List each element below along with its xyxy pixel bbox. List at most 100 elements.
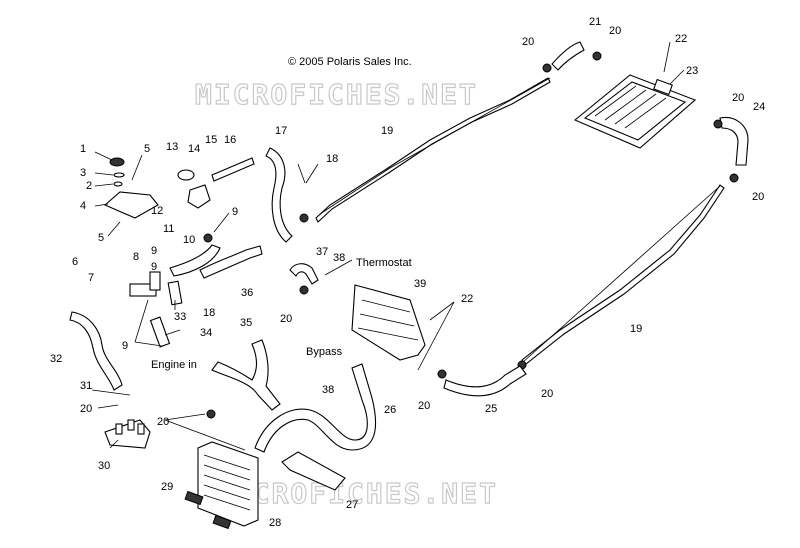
- callout-20-i: 20: [157, 416, 169, 428]
- radiator-23: [573, 74, 697, 149]
- fitting-8: [129, 271, 161, 297]
- callout-14: 14: [188, 143, 200, 155]
- callout-32: 32: [50, 353, 62, 365]
- callout-22-b: 22: [461, 293, 473, 305]
- callout-18-b: 18: [203, 307, 215, 319]
- label-engine-in: Engine in: [151, 359, 197, 371]
- callout-31: 31: [80, 380, 92, 392]
- callout-39: 39: [414, 278, 426, 290]
- callout-17: 17: [275, 125, 287, 137]
- callout-38-b: 38: [322, 384, 334, 396]
- clamp-20-i: [206, 409, 216, 419]
- pad-29-b: [212, 514, 232, 530]
- hose-21: [551, 41, 585, 71]
- callout-7: 7: [88, 272, 94, 284]
- callout-19-b: 19: [630, 323, 642, 335]
- hose-24: [719, 116, 749, 166]
- callout-4: 4: [80, 200, 86, 212]
- callout-18-a: 18: [326, 153, 338, 165]
- callout-33: 33: [174, 311, 186, 323]
- callout-30: 30: [98, 460, 110, 472]
- bracket-4: [103, 191, 159, 219]
- callout-36: 36: [241, 287, 253, 299]
- hose-32: [69, 311, 123, 391]
- callout-12: 12: [151, 205, 163, 217]
- callout-5-b: 5: [98, 232, 104, 244]
- oil-cooler-28: [197, 441, 259, 527]
- filler-neck-12: [177, 169, 211, 209]
- clamp-20-d: [729, 173, 739, 183]
- label-bypass: Bypass: [306, 346, 343, 358]
- hose-17: [265, 147, 293, 243]
- callout-28: 28: [269, 517, 281, 529]
- callout-1: 1: [80, 143, 86, 155]
- pad-29-a: [184, 490, 204, 506]
- watermark-top: MICROFICHES.NET: [195, 78, 478, 111]
- bracket-30: [104, 419, 151, 449]
- leader-lines: [91, 41, 685, 451]
- callout-26: 26: [384, 404, 396, 416]
- clamp-20-b: [592, 51, 602, 61]
- clamp-20-c: [713, 119, 723, 129]
- callout-9-b: 9: [151, 245, 157, 257]
- watermark-bottom: MICROFICHES.NET: [215, 477, 498, 510]
- hose-35: [211, 339, 281, 411]
- callout-37: 37: [316, 246, 328, 258]
- callout-23: 23: [686, 65, 698, 77]
- callout-6: 6: [72, 256, 78, 268]
- seal-3: [113, 172, 125, 178]
- callout-3: 3: [80, 167, 86, 179]
- label-thermostat: Thermostat: [356, 257, 412, 269]
- callout-19-a: 19: [381, 125, 393, 137]
- copyright-text: © 2005 Polaris Sales Inc.: [288, 56, 412, 68]
- clamp-20-h: [299, 213, 309, 223]
- clamp-20-g: [299, 285, 309, 295]
- clamp-20-a: [542, 63, 552, 73]
- callout-38-a: 38: [333, 252, 345, 264]
- callout-8: 8: [133, 251, 139, 263]
- tube-34: [149, 316, 171, 348]
- callout-10: 10: [183, 234, 195, 246]
- callout-35: 35: [240, 317, 252, 329]
- callout-20-h: 20: [80, 403, 92, 415]
- callout-9-a: 9: [232, 206, 238, 218]
- coolant-tube-19-upper: [315, 77, 551, 223]
- callout-9-c: 9: [151, 261, 157, 273]
- callout-22-a: 22: [675, 33, 687, 45]
- callout-20-c: 20: [732, 92, 744, 104]
- clamp-20-j: [203, 233, 213, 243]
- callout-15: 15: [205, 134, 217, 146]
- hose-26: [254, 363, 377, 453]
- callout-27: 27: [346, 499, 358, 511]
- cap-1: [109, 157, 125, 167]
- callout-13: 13: [166, 141, 178, 153]
- callout-9-d: 9: [122, 340, 128, 352]
- callout-11: 11: [163, 223, 174, 235]
- hose-25: [443, 365, 527, 397]
- thermostat-housing-39: [351, 284, 426, 361]
- hose-10: [169, 244, 221, 277]
- callout-numbers: 1 2 3 4 5 5 6 7 8 9 9 9 9 10 11 12 13 14…: [50, 16, 765, 529]
- callout-16: 16: [224, 134, 236, 146]
- callout-20-g: 20: [280, 313, 292, 325]
- clamp-20-e: [437, 369, 447, 379]
- callout-20-d: 20: [752, 191, 764, 203]
- callout-20-e: 20: [541, 388, 553, 400]
- callout-34: 34: [200, 327, 212, 339]
- callout-2: 2: [86, 180, 92, 192]
- callout-29: 29: [161, 481, 173, 493]
- callout-20-f: 20: [418, 400, 430, 412]
- seal-2: [113, 181, 123, 187]
- tube-33: [167, 280, 183, 306]
- tube-15-16: [211, 157, 255, 182]
- hose-37: [289, 263, 319, 285]
- coolant-tube-19-lower: [521, 184, 725, 365]
- callout-24: 24: [753, 101, 765, 113]
- callout-21: 21: [589, 16, 601, 28]
- callout-5-a: 5: [144, 143, 150, 155]
- bracket-27: [281, 451, 346, 491]
- callout-20-a: 20: [522, 36, 534, 48]
- hose-36: [199, 245, 263, 279]
- callout-20-b: 20: [609, 25, 621, 37]
